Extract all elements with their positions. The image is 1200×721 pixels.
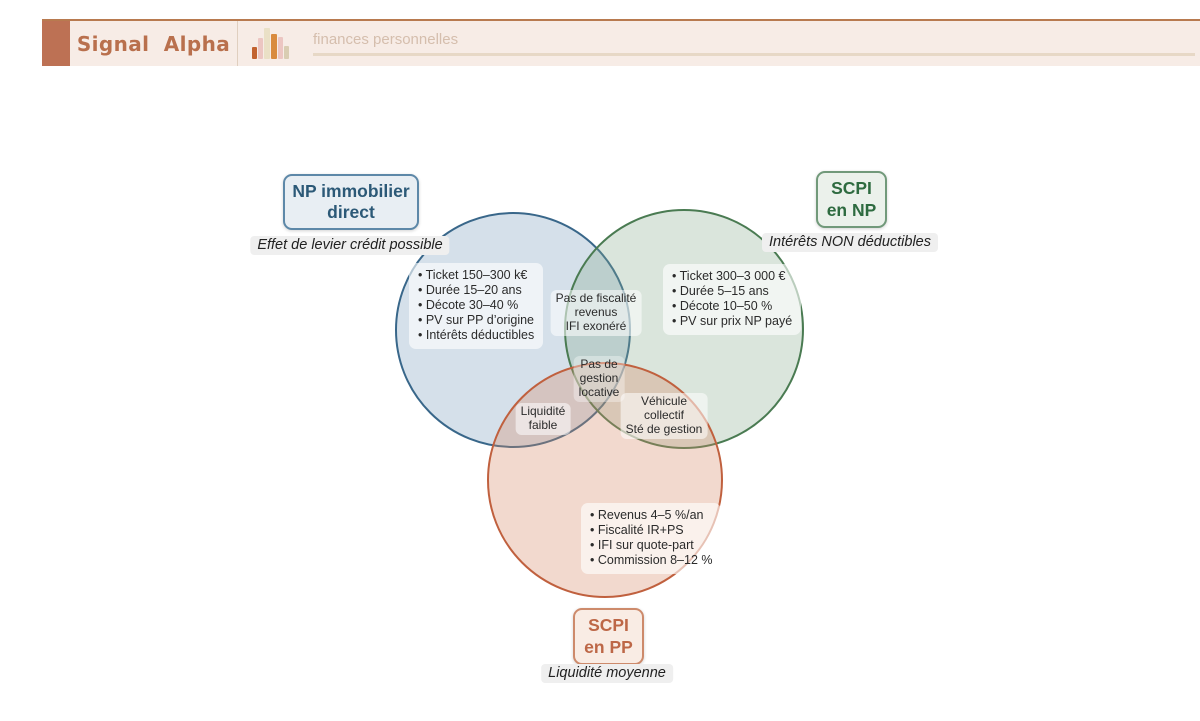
caption-scpi-pp: Liquidité moyenne [541, 664, 673, 683]
set-label-scpi-pp: SCPI en PP [573, 608, 644, 665]
intersection-np-direct-scpi-pp: Liquidité faible [515, 403, 571, 435]
bar-chart-icon-bar [252, 47, 257, 59]
list-item: • Durée 5–15 ans [672, 284, 769, 298]
list-item: • Ticket 300–3 000 € [672, 269, 786, 283]
brand-square [42, 21, 70, 66]
caption-scpi-np: Intérêts NON déductibles [762, 233, 938, 252]
bullet-list-scpi-np: • Ticket 300–3 000 €• Durée 5–15 ans• Dé… [663, 264, 802, 335]
list-item: • IFI sur quote-part [590, 538, 694, 552]
list-item: • Revenus 4–5 %/an [590, 508, 704, 522]
intersection-np-direct-scpi-np: Pas de fiscalité revenus IFI exonéré [550, 290, 642, 336]
set-label-np-direct: NP immobilier direct [283, 174, 419, 230]
brand-title: Signal Alpha [76, 31, 231, 56]
bar-chart-icon-bar [264, 28, 270, 59]
list-item: • PV sur PP d’origine [418, 313, 535, 327]
app-header: Signal Alpha finances personnelles [42, 19, 1200, 66]
set-label-scpi-np: SCPI en NP [816, 171, 887, 228]
category-underline [313, 53, 1195, 56]
list-item: • Ticket 150–300 k€ [418, 268, 528, 282]
list-item: • Fiscalité IR+PS [590, 523, 684, 537]
bullet-list-scpi-pp: • Revenus 4–5 %/an• Fiscalité IR+PS• IFI… [581, 503, 722, 574]
category-field[interactable]: finances personnelles [313, 21, 1200, 66]
venn-diagram: NP immobilier direct SCPI en NP SCPI en … [0, 66, 1200, 721]
bar-chart-icon-bar [278, 37, 283, 59]
bar-chart-icon-bar [258, 38, 263, 59]
header-divider [237, 21, 238, 66]
category-label[interactable]: finances personnelles [313, 31, 459, 48]
bar-chart-icon-bar [284, 46, 289, 59]
list-item: • PV sur prix NP payé [672, 314, 793, 328]
bar-chart-icon-bar [271, 34, 277, 59]
list-item: • Durée 15–20 ans [418, 283, 522, 297]
list-item: • Intérêts déductibles [418, 328, 535, 342]
bar-chart-icon [252, 25, 289, 59]
intersection-all-three: Pas de gestion locative [573, 356, 625, 402]
bullet-list-np-direct: • Ticket 150–300 k€• Durée 15–20 ans• Dé… [409, 263, 544, 349]
list-item: • Décote 30–40 % [418, 298, 519, 312]
list-item: • Décote 10–50 % [672, 299, 773, 313]
intersection-scpi-np-scpi-pp: Véhicule collectif Sté de gestion [620, 393, 708, 439]
list-item: • Commission 8–12 % [590, 553, 713, 567]
caption-np-direct: Effet de levier crédit possible [250, 236, 450, 255]
